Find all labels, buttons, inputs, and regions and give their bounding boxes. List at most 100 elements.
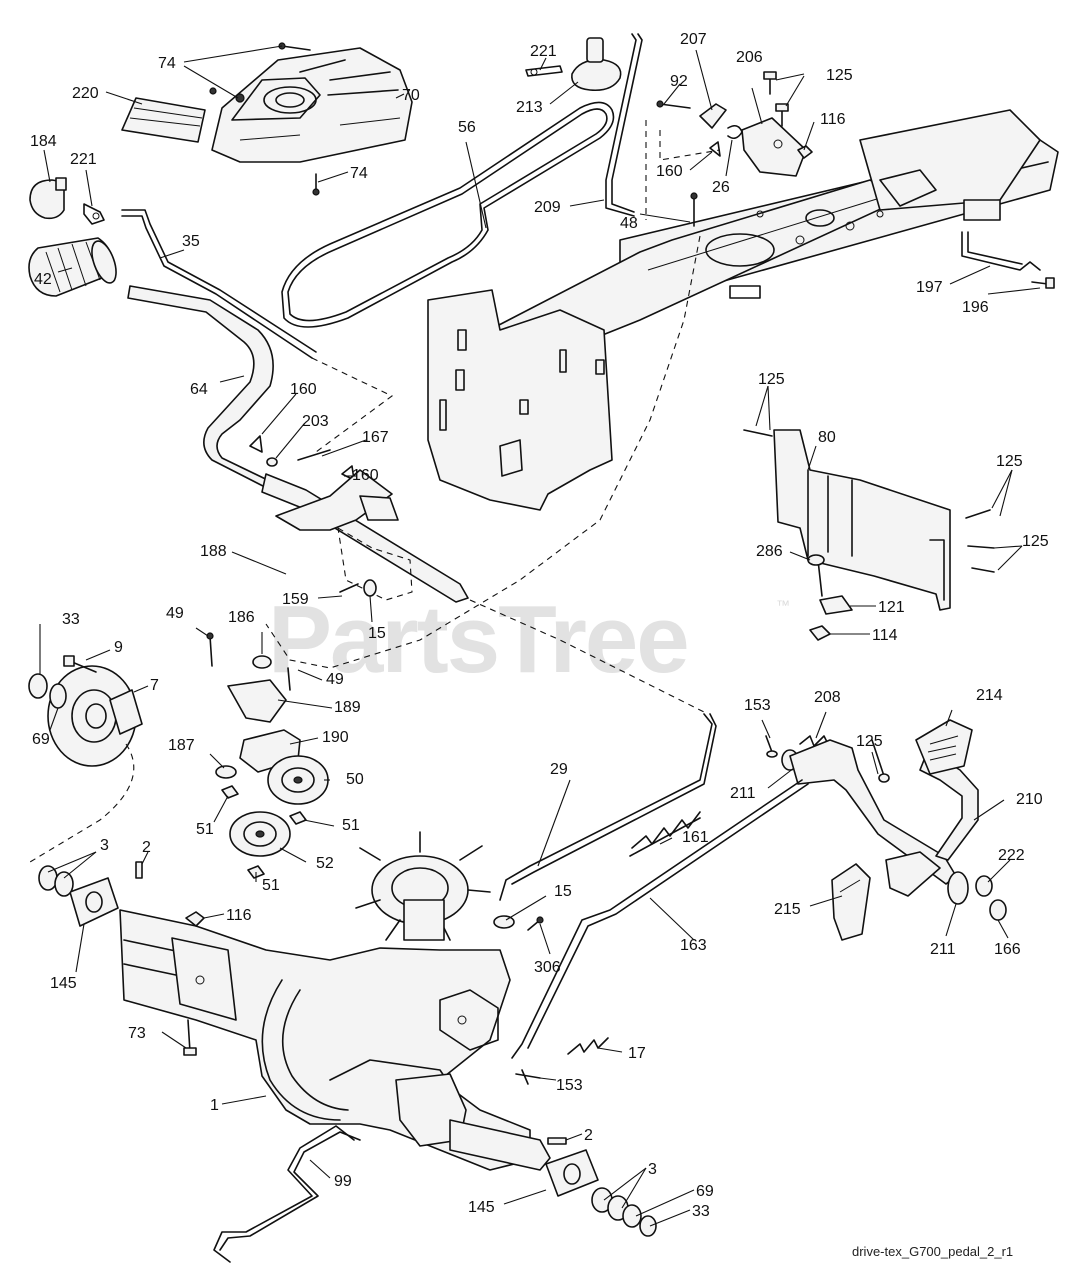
callout-15-a: 15 <box>368 625 386 642</box>
rod-163 <box>511 779 809 1059</box>
callout-197: 197 <box>916 279 943 296</box>
callout-51-c: 51 <box>262 877 280 894</box>
bracket-189 <box>227 679 287 723</box>
washer-15-top <box>363 579 377 597</box>
callout-208: 208 <box>814 689 841 706</box>
pad-214 <box>915 719 973 775</box>
callout-70: 70 <box>402 87 420 104</box>
callout-2-a: 2 <box>142 839 151 856</box>
callout-188: 188 <box>200 543 227 560</box>
callout-35: 35 <box>182 233 200 250</box>
callout-160-b: 160 <box>290 381 317 398</box>
pulley-50 <box>267 755 329 805</box>
knob-184 <box>29 177 67 220</box>
callout-7: 7 <box>150 677 159 694</box>
callout-215: 215 <box>774 901 801 918</box>
washer-69-left <box>49 683 67 709</box>
clip-160-mid <box>249 435 263 453</box>
rod-29 <box>499 713 717 901</box>
screw-74-bottom <box>312 173 320 196</box>
bolt-125-pedal <box>871 739 890 783</box>
washer-222 <box>975 875 993 897</box>
callout-196: 196 <box>962 299 989 316</box>
callout-labels: 74 70 220 184 221 74 35 42 64 56 221 213… <box>30 31 1049 1220</box>
ring-33-right <box>639 1215 657 1237</box>
callout-116-b: 116 <box>226 907 252 924</box>
callout-286: 286 <box>756 543 783 560</box>
washer-15-lower <box>493 915 515 929</box>
callout-209: 209 <box>534 199 561 216</box>
bracket-145-left <box>69 877 119 927</box>
callout-160-a: 160 <box>656 163 683 180</box>
clip-221-top <box>525 65 563 77</box>
bolt-73 <box>183 1019 197 1056</box>
callout-52: 52 <box>316 855 334 872</box>
nut-51-b <box>289 811 307 825</box>
callout-166: 166 <box>994 941 1021 958</box>
callout-221-a: 221 <box>70 151 97 168</box>
callout-69-a: 69 <box>32 731 50 748</box>
callout-51-b: 51 <box>342 817 360 834</box>
rod-99 <box>213 1125 361 1263</box>
lever-35 <box>121 209 317 359</box>
pulley-52 <box>229 811 291 857</box>
front-plate <box>427 289 613 511</box>
callout-99: 99 <box>334 1173 352 1190</box>
callout-50: 50 <box>346 771 364 788</box>
callout-125-b: 125 <box>758 371 785 388</box>
callout-186: 186 <box>228 609 255 626</box>
washers-3-left <box>38 865 74 897</box>
callout-92: 92 <box>670 73 688 90</box>
callout-3-b: 3 <box>648 1161 657 1178</box>
screw-74-mid <box>209 87 245 103</box>
callout-210: 210 <box>1016 791 1043 808</box>
callout-125-a: 125 <box>826 67 853 84</box>
spring-167 <box>297 449 331 461</box>
nut-116-top <box>797 145 813 159</box>
watermark: PartsTree <box>268 586 688 693</box>
callout-207: 207 <box>680 31 707 48</box>
dashed-leader-belt <box>265 235 701 669</box>
callout-163: 163 <box>680 937 707 954</box>
knob-213 <box>571 37 622 92</box>
pad-215 <box>831 863 871 941</box>
callout-159: 159 <box>282 591 309 608</box>
callout-206: 206 <box>736 49 763 66</box>
leader-lines <box>39 45 1041 1227</box>
bolt-49-left <box>206 632 214 667</box>
callout-64: 64 <box>190 381 208 398</box>
bolt-286 <box>807 554 825 597</box>
link-207 <box>699 103 727 129</box>
cooling-fan <box>355 831 491 941</box>
spring-161 <box>629 811 701 857</box>
washer-166 <box>989 899 1007 921</box>
callout-145-b: 145 <box>468 1199 495 1216</box>
callout-214: 214 <box>976 687 1003 704</box>
dashed-leader-hub <box>29 743 135 863</box>
bolt-9 <box>63 655 97 673</box>
callout-184: 184 <box>30 133 57 150</box>
diagram-caption: drive-tex_G700_pedal_2_r1 <box>852 1244 1013 1259</box>
callout-9: 9 <box>114 639 123 656</box>
callout-1: 1 <box>210 1097 219 1114</box>
nut-114 <box>809 625 831 641</box>
callout-74-a: 74 <box>158 55 176 72</box>
pin-153-top <box>765 735 778 758</box>
callout-17: 17 <box>628 1045 646 1062</box>
bolt-49-right <box>287 667 291 691</box>
callout-306: 306 <box>534 959 561 976</box>
clip-160-top <box>709 141 721 157</box>
washer-187 <box>215 765 237 779</box>
panel-80 <box>773 429 951 611</box>
bolt-125-80top <box>743 429 773 437</box>
callout-42: 42 <box>34 271 52 288</box>
callout-74-b: 74 <box>350 165 368 182</box>
watermark-tm: ™ <box>776 597 790 613</box>
key-2-left <box>135 861 143 879</box>
callout-167: 167 <box>362 429 389 446</box>
callout-211-b: 211 <box>930 941 956 958</box>
callout-51-a: 51 <box>196 821 214 838</box>
clip-160-low <box>341 465 355 481</box>
callout-114: 114 <box>872 627 898 644</box>
callout-189: 189 <box>334 699 361 716</box>
